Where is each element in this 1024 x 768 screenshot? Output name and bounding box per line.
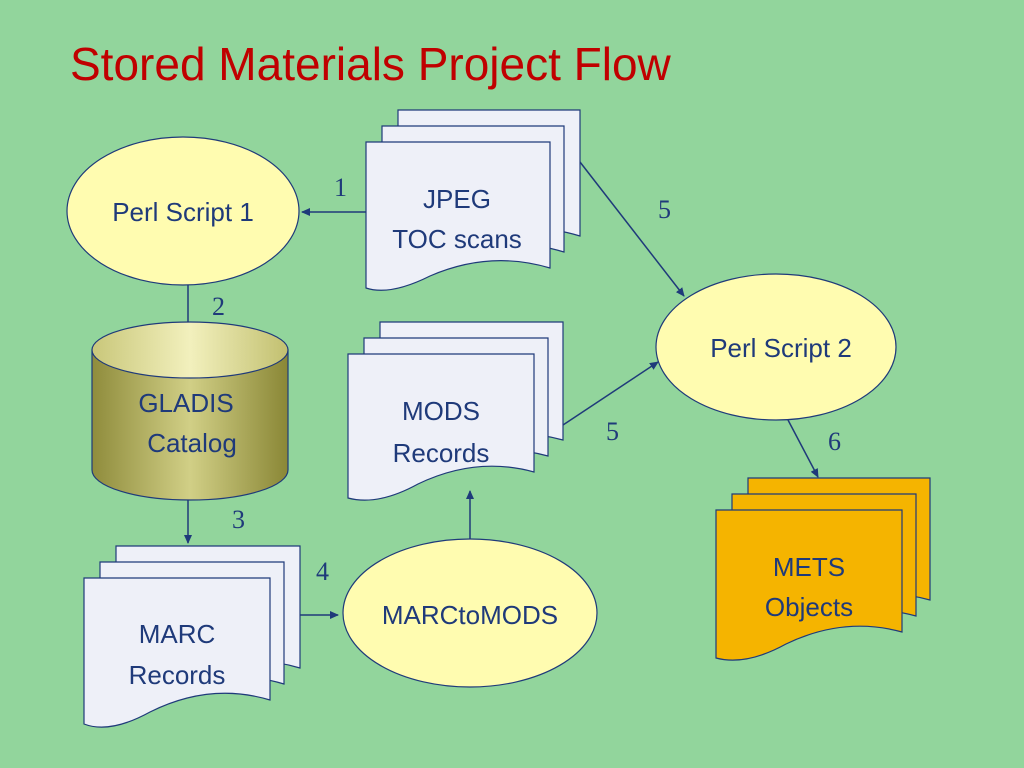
edge-perl-script-2-to-mets (787, 419, 819, 478)
step-label-1: 1 (334, 173, 347, 202)
node-mets-objects: METS Objects (715, 477, 931, 661)
mets-objects-line-1: METS (773, 552, 845, 582)
step-label-2: 2 (212, 292, 225, 321)
marc-records-line-1: MARC (139, 619, 216, 649)
node-marc-to-mods: MARCtoMODS (342, 538, 598, 688)
marc-to-mods-label: MARCtoMODS (382, 600, 558, 630)
step-label-5a: 5 (658, 195, 671, 224)
perl-script-2-label: Perl Script 2 (710, 333, 852, 363)
edge-jpeg-to-perl-script-2 (579, 161, 685, 297)
node-mods-records: MODS Records (347, 321, 564, 501)
node-jpeg-toc-scans: JPEG TOC scans (365, 109, 581, 291)
perl-script-1-label: Perl Script 1 (112, 197, 254, 227)
mets-objects-line-2: Objects (765, 592, 853, 622)
jpeg-toc-scans-line-2: TOC scans (392, 224, 522, 254)
gladis-catalog-line-1: GLADIS (138, 388, 233, 418)
step-label-3: 3 (232, 505, 245, 534)
gladis-catalog-line-2: Catalog (147, 428, 237, 458)
node-perl-script-1: Perl Script 1 (66, 136, 300, 286)
step-label-4: 4 (316, 557, 329, 586)
jpeg-toc-scans-line-1: JPEG (423, 184, 491, 214)
mods-records-line-2: Records (393, 438, 490, 468)
node-gladis-catalog: GLADIS Catalog (91, 321, 289, 501)
marc-records-line-2: Records (129, 660, 226, 690)
slide-title: Stored Materials Project Flow (70, 38, 672, 90)
node-marc-records: MARC Records (83, 545, 301, 728)
node-perl-script-2: Perl Script 2 (655, 273, 897, 421)
step-label-5b: 5 (606, 417, 619, 446)
mods-records-line-1: MODS (402, 396, 480, 426)
step-label-6: 6 (828, 427, 841, 456)
edge-mods-to-perl-script-2 (562, 361, 659, 426)
